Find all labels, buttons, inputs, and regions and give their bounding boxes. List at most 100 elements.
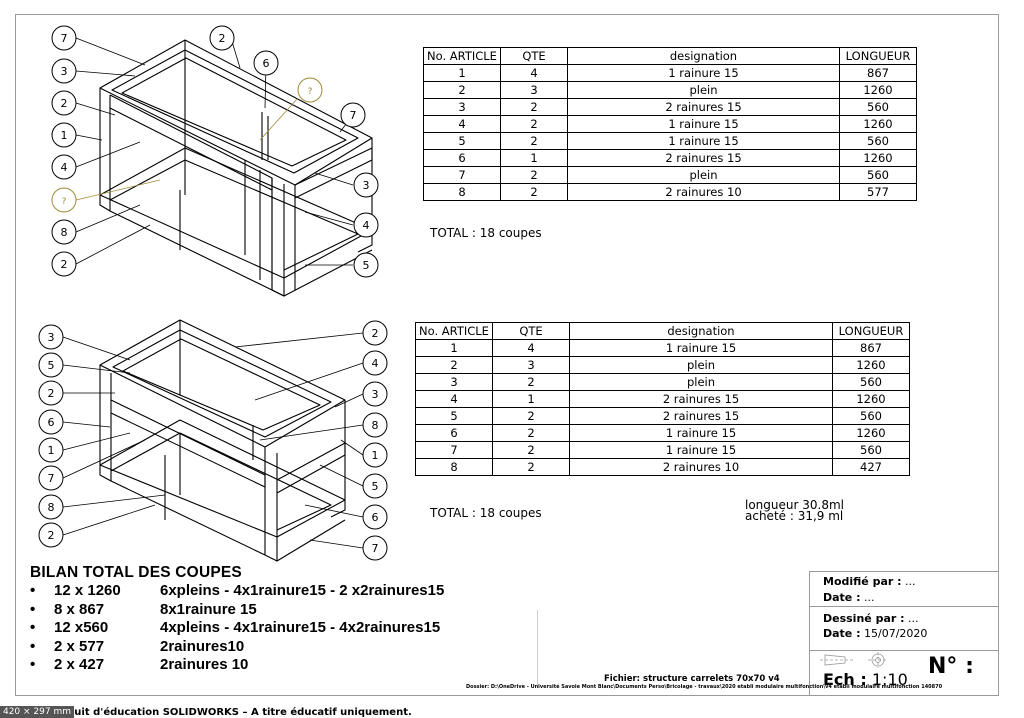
table-cell: 1 rainure 15	[569, 441, 833, 459]
total-label: TOTAL : 18 coupes	[430, 226, 542, 240]
table-cell: 1 rainure 15	[569, 424, 833, 442]
table-cell: 1260	[839, 149, 917, 167]
table-cell: 560	[839, 98, 917, 116]
svg-text:2: 2	[48, 529, 55, 542]
table-cell: plein	[567, 81, 840, 99]
balloon: 2	[209, 25, 235, 51]
table-cell: 1 rainure 15	[567, 132, 840, 150]
svg-text:2: 2	[61, 97, 68, 110]
balloon-unknown: ?	[297, 77, 323, 103]
svg-text:4: 4	[61, 161, 68, 174]
table-cell: 4	[423, 115, 501, 133]
column-header: designation	[569, 322, 833, 340]
balloon: 2	[51, 251, 77, 277]
bilan-quantity: 2 x 577	[54, 637, 105, 655]
table-cell: 2 rainures 15	[569, 390, 833, 408]
file-name: Fichier: structure carrelets 70x70 v4	[604, 674, 780, 684]
table-cell: 2 rainures 10	[567, 183, 840, 201]
isometric-frame-drawing-1: 7 3 2 1 4 ? 8 2 2 6 ? 7 3 4 5	[51, 25, 379, 297]
isometric-frame-drawing-2: 3 5 2 6 1 7 8 2 2 4 3 8 1 5 6 7	[38, 319, 388, 562]
table-cell: 1	[415, 339, 493, 357]
table-cell: 1260	[839, 115, 917, 133]
svg-text:2: 2	[372, 327, 379, 340]
table-cell: 2	[500, 115, 568, 133]
balloon: 5	[353, 252, 379, 278]
balloon: 8	[51, 219, 77, 245]
svg-text:6: 6	[263, 57, 270, 70]
bullet: •	[30, 619, 36, 636]
balloon: 6	[38, 409, 64, 435]
balloon-unknown: ?	[51, 187, 77, 213]
table-cell: 1	[492, 390, 570, 408]
svg-text:3: 3	[61, 65, 68, 78]
svg-text:6: 6	[372, 511, 379, 524]
educational-watermark: Produit d'éducation SOLIDWORKS – A titre…	[48, 707, 412, 718]
balloon: 1	[362, 442, 388, 468]
table-cell: 5	[423, 132, 501, 150]
balloon: 2	[51, 90, 77, 116]
balloon: 8	[362, 412, 388, 438]
table-cell: 2	[492, 373, 570, 391]
table-cell: 4	[500, 64, 568, 82]
svg-text:2: 2	[219, 32, 226, 45]
svg-text:3: 3	[372, 388, 379, 401]
table-cell: 1260	[832, 390, 910, 408]
svg-text:3: 3	[363, 179, 370, 192]
bullet: •	[30, 600, 36, 618]
bullet: •	[30, 637, 36, 655]
balloon: 6	[362, 504, 388, 530]
svg-text:5: 5	[363, 259, 370, 272]
svg-text:?: ?	[308, 87, 313, 97]
svg-text:6: 6	[48, 416, 55, 429]
table-cell: 867	[839, 64, 917, 82]
svg-text:2: 2	[48, 387, 55, 400]
table-cell: plein	[569, 356, 833, 374]
balloon-label: 7	[61, 32, 68, 45]
balloon: 6	[253, 50, 279, 76]
table-cell: 2	[492, 424, 570, 442]
bullet: •	[30, 656, 36, 673]
table-cell: 3	[500, 81, 568, 99]
column-header: No. ARTICLE	[423, 47, 501, 65]
bilan-title: BILAN TOTAL DES COUPES	[30, 564, 242, 581]
column-header: LONGUEUR	[839, 47, 917, 65]
table-cell: 560	[832, 441, 910, 459]
table-cell: 2	[500, 183, 568, 201]
column-header: LONGUEUR	[832, 322, 910, 340]
table-cell: 2 rainures 10	[569, 458, 833, 476]
svg-text:4: 4	[372, 357, 379, 370]
table-cell: 8	[423, 183, 501, 201]
table-cell: 2	[415, 356, 493, 374]
svg-text:4: 4	[363, 219, 370, 232]
svg-text:1: 1	[61, 129, 68, 142]
purchased-label: acheté : 31,9 ml	[745, 509, 844, 523]
bilan-detail: 4xpleins - 4x1rainure15 - 4x2rainures15	[160, 619, 441, 636]
scale: Ech : 1:10	[823, 670, 908, 689]
table-cell: 1260	[832, 424, 910, 442]
balloon: 7	[340, 102, 366, 128]
table-cell: 7	[423, 166, 501, 184]
table-cell: 6	[415, 424, 493, 442]
svg-text:7: 7	[372, 542, 379, 555]
balloon: 2	[38, 380, 64, 406]
table-cell: 560	[832, 407, 910, 425]
table-cell: 2 rainures 15	[567, 98, 840, 116]
svg-text:7: 7	[350, 109, 357, 122]
bilan-detail: 6xpleins - 4x1rainure15 - 2 x2rainures15	[160, 582, 445, 599]
balloon: 1	[51, 122, 77, 148]
balloon: 7	[51, 25, 77, 51]
table-cell: 1 rainure 15	[567, 64, 840, 82]
balloon: 2	[38, 522, 64, 548]
title-block: Modifié par : ... Date : ... Dessiné par…	[809, 571, 999, 696]
balloon: 8	[38, 494, 64, 520]
balloon: 7	[38, 465, 64, 491]
table-cell: 4	[492, 339, 570, 357]
balloon: 4	[51, 154, 77, 180]
